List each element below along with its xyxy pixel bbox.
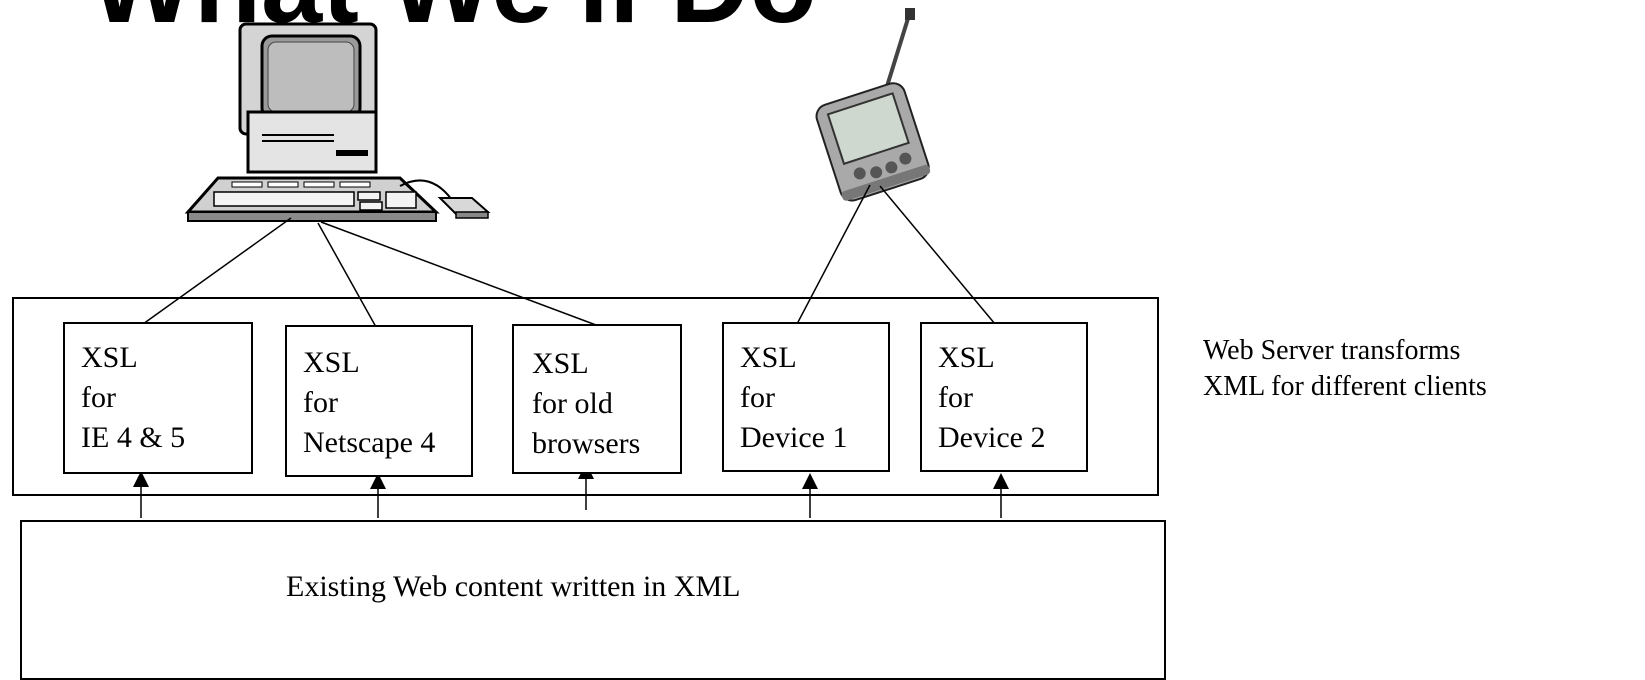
xsl-box-line: XSL [532,347,589,380]
pda-device-icon [815,8,931,202]
server-note-line: Web Server transforms [1203,335,1461,366]
xsl-box-line: Device 1 [740,421,848,454]
xml-content-box [20,520,1166,680]
xsl-box-line: XSL [303,346,360,379]
xsl-box-netscape: XSL for Netscape 4 [285,325,473,477]
xsl-box-device-1: XSL for Device 1 [722,322,890,472]
xsl-box-old-browsers: XSL for old browsers [512,324,682,474]
xsl-box-line: XSL [81,341,138,374]
xsl-box-line: for old [532,387,613,420]
xsl-box-line: XSL [740,341,797,374]
xsl-box-line: for [303,386,338,419]
diagram: What We'll Do [12,0,1487,680]
xsl-box-line: browsers [532,427,641,460]
xsl-box-line: XSL [938,341,995,374]
xsl-box-line: for [740,381,775,414]
connector-layer [133,8,1009,518]
server-note: Web Server transforms XML for different … [1203,333,1487,405]
xsl-box-ie: XSL for IE 4 & 5 [63,322,253,474]
desktop-computer-icon [184,22,491,222]
xml-content-label: Existing Web content written in XML [286,570,741,603]
xsl-box-line: Netscape 4 [303,426,436,459]
server-note-line: XML for different clients [1203,371,1487,402]
xsl-box-line: for [81,381,116,414]
xsl-box-line: Device 2 [938,421,1046,454]
web-server-box [12,297,1159,496]
xsl-box-line: for [938,381,973,414]
xsl-box-line: IE 4 & 5 [81,421,186,454]
slide-title: What We'll Do [90,0,817,40]
xsl-box-device-2: XSL for Device 2 [920,322,1088,472]
